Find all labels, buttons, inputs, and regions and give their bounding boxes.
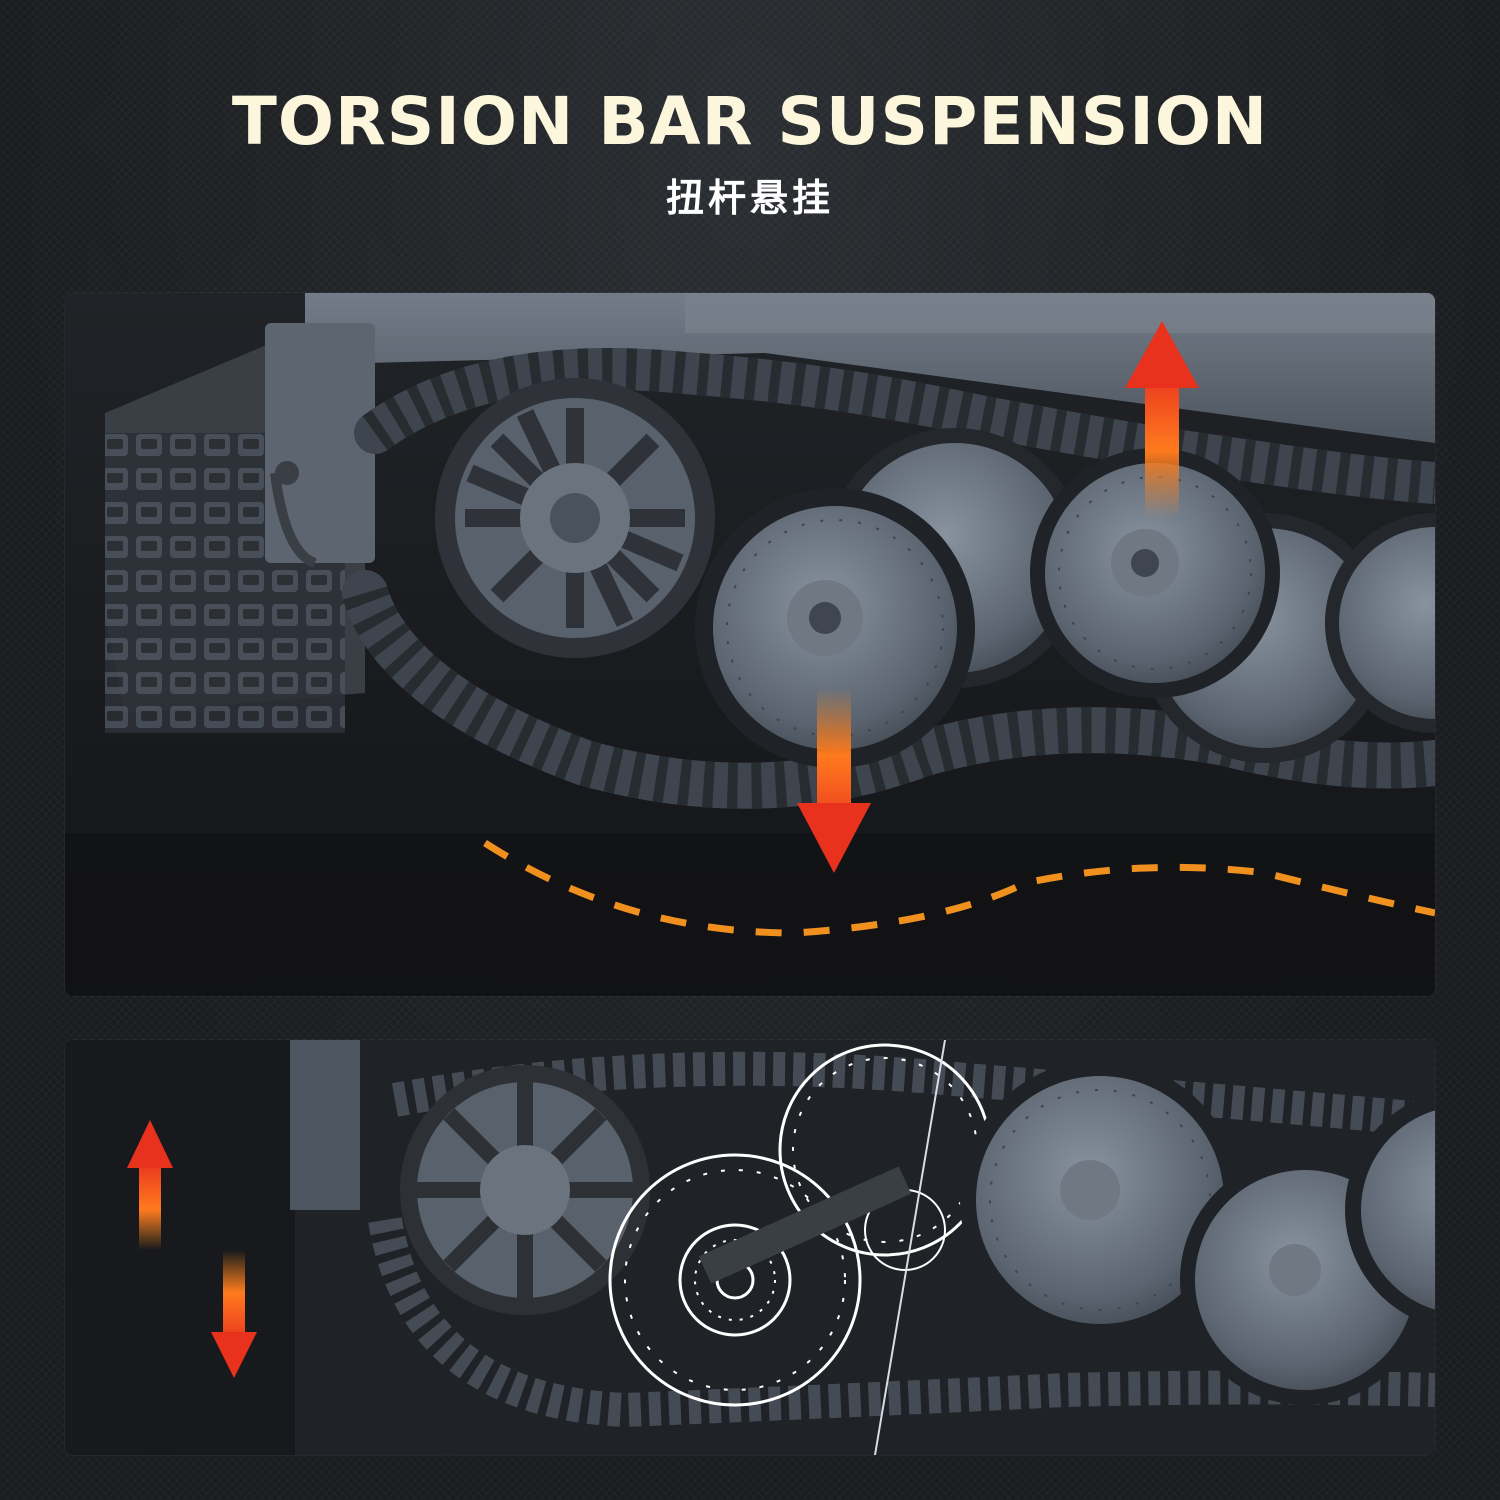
road-wheel-rear-3 (1325, 513, 1435, 733)
cutaway-illustration (65, 1040, 1435, 1455)
torsion-arm (698, 1166, 912, 1284)
arrow-down-icon (797, 688, 871, 873)
drive-sprocket (435, 378, 715, 658)
arrow-up-icon (127, 1120, 173, 1250)
arrow-up-icon (1125, 321, 1199, 518)
road-wheel-lifted (1030, 448, 1280, 698)
road-wheel-front (695, 488, 975, 768)
dashed-travel-path (483, 840, 1435, 937)
road-wheel-solid-1 (960, 1060, 1240, 1340)
suspension-cutaway-panel (65, 1040, 1435, 1455)
suspension-photo-panel (65, 293, 1435, 996)
cutaway-divider (874, 1040, 946, 1455)
arrow-down-icon (211, 1250, 257, 1378)
road-wheel-solid-3 (1345, 1093, 1435, 1327)
page-subtitle: 扭杆悬挂 (665, 176, 834, 220)
drive-sprocket (400, 1065, 650, 1315)
tank-track-illustration (65, 293, 1435, 996)
hull-front-plate (290, 1040, 360, 1210)
page-title: TORSION BAR SUSPENSION (231, 83, 1269, 160)
